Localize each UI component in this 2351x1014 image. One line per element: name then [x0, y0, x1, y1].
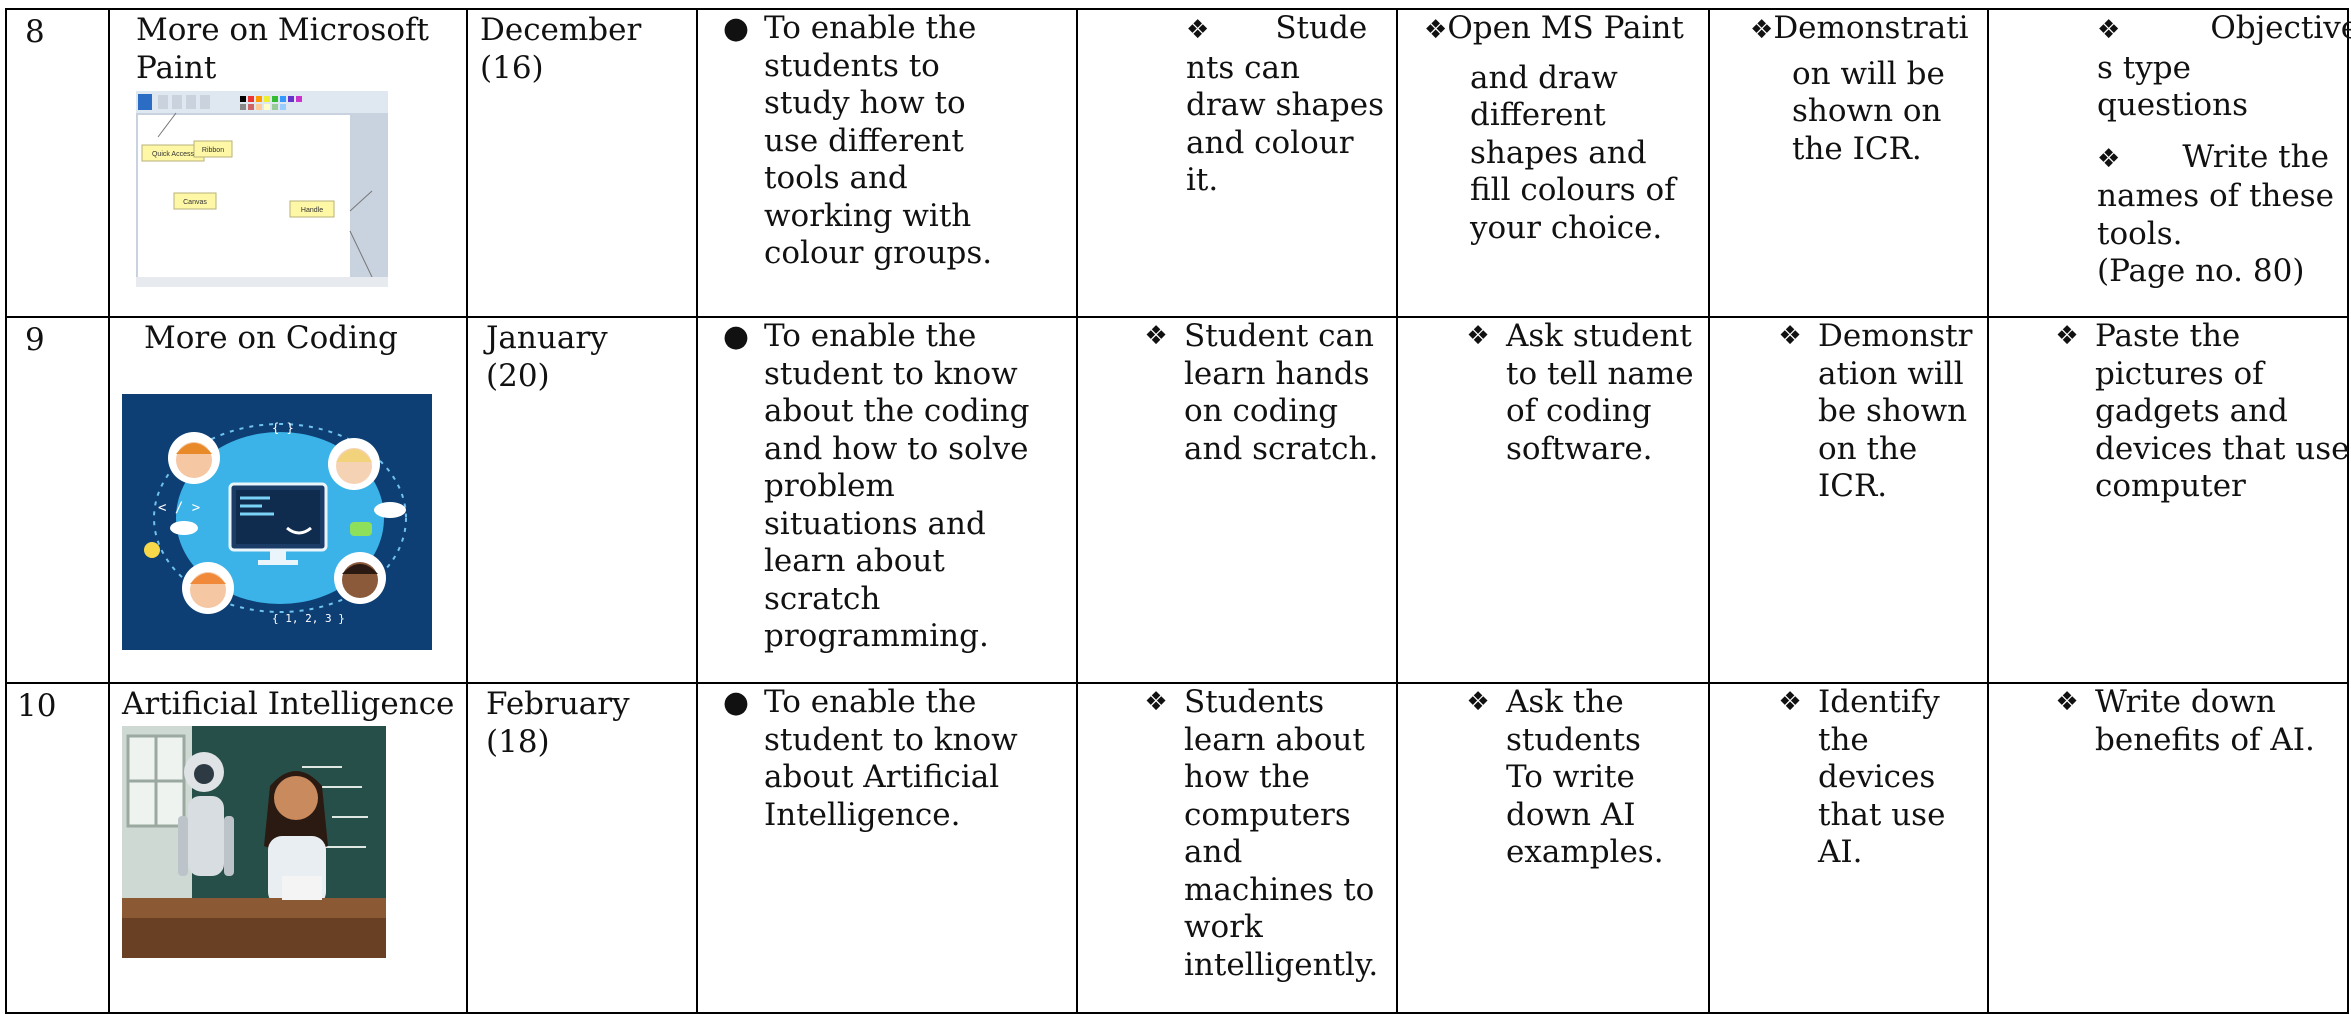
- diamond-icon: ❖: [2055, 687, 2079, 717]
- svg-text:Canvas: Canvas: [183, 199, 207, 206]
- topic-title: Artificial Intelligence: [122, 686, 455, 722]
- svg-text:Handle: Handle: [301, 207, 323, 214]
- month-label: January: [486, 320, 608, 356]
- bullet-icon: ●: [722, 685, 750, 720]
- month-label: February: [486, 686, 630, 722]
- coding-illustration: < / > { } { 1, 2, 3 }: [122, 393, 432, 650]
- topic-cell: More on Microsoft Paint Quick Access: [108, 8, 468, 318]
- topic-title: More on Microsoft: [136, 12, 429, 48]
- topic-title: Paint: [136, 49, 217, 86]
- periods-label: (18): [486, 723, 550, 760]
- topic-title: More on Coding: [144, 320, 398, 356]
- diamond-icon: ❖: [1144, 321, 1168, 351]
- month-cell: December (16): [466, 8, 698, 318]
- month-cell: February (18): [466, 682, 698, 1014]
- diamond-icon: ❖: [1424, 15, 1448, 45]
- topic-cell: Artificial Intelligence: [108, 682, 468, 1014]
- month-label: December: [480, 12, 642, 48]
- periods-label: (16): [480, 49, 544, 86]
- ms-paint-screenshot: Quick Access Ribbon Canvas Handle: [135, 90, 389, 288]
- table-row: 8 More on Microsoft Paint: [5, 8, 2351, 318]
- diamond-icon: ❖: [1778, 687, 1802, 717]
- bullet-icon: ●: [722, 319, 750, 354]
- svg-text:Ribbon: Ribbon: [202, 147, 224, 154]
- diamond-icon: ❖: [1466, 321, 1490, 351]
- table-row: 9 More on Coding < /: [5, 316, 2350, 684]
- svg-text:Quick Access: Quick Access: [152, 151, 195, 158]
- ai-illustration: [122, 725, 386, 958]
- bullet-icon: ●: [722, 11, 750, 46]
- table-row: 10 Artificial Intelligence: [5, 682, 2349, 1014]
- row-number: 8: [5, 8, 110, 318]
- svg-text:< / >: < / >: [158, 500, 200, 516]
- diamond-icon: ❖: [1778, 321, 1802, 351]
- diamond-icon: ❖: [2097, 143, 2121, 174]
- diamond-icon: ❖: [2097, 15, 2121, 45]
- diamond-icon: ❖: [1186, 15, 1210, 45]
- diamond-icon: ❖: [1466, 687, 1490, 717]
- row-number: 10: [5, 682, 110, 1014]
- svg-text:{ 1, 2, 3 }: { 1, 2, 3 }: [272, 612, 345, 625]
- diamond-icon: ❖: [1750, 15, 1774, 45]
- diamond-icon: ❖: [1144, 687, 1168, 717]
- svg-text:{ }: { }: [272, 421, 294, 435]
- row-number: 9: [5, 316, 110, 684]
- month-cell: January (20): [466, 316, 698, 684]
- topic-cell: More on Coding < / >: [108, 316, 468, 684]
- periods-label: (20): [486, 357, 550, 394]
- diamond-icon: ❖: [2055, 321, 2079, 351]
- lesson-plan-table: 8 More on Microsoft Paint: [5, 8, 2351, 1014]
